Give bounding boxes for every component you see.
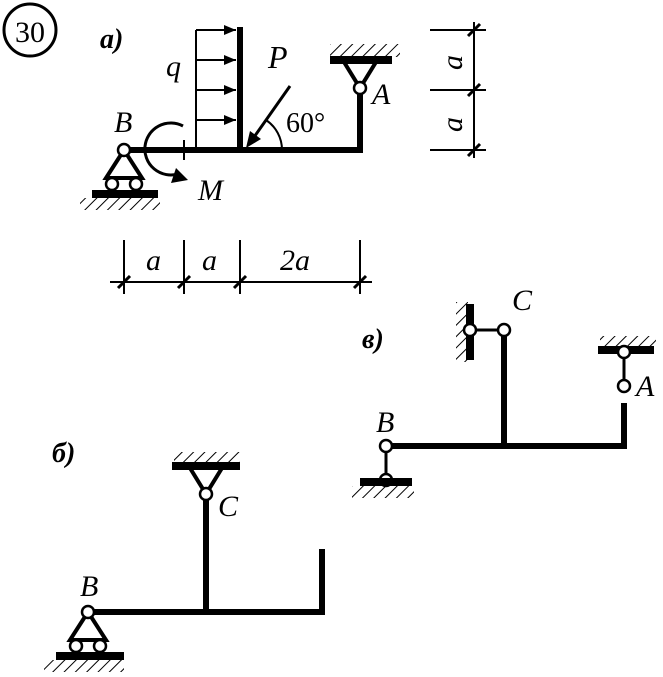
support-b-roller-b [44,604,124,672]
support-b-label-b: B [80,570,98,603]
force-p-arrow [246,85,292,151]
vdim-a-top: a [436,55,469,70]
problem-number-badge: 30 [2,2,58,58]
support-c-link-v [456,302,512,362]
support-b-label-v: B [376,406,394,439]
force-p-label: P [267,39,288,75]
support-b-label-a: B [114,106,132,139]
vdim-a-bottom: a [436,117,469,132]
figure-a-label: а) [100,24,123,55]
moment-m-arrow [143,121,188,183]
support-a-label-a: A [370,78,391,111]
horizontal-dimensions [110,240,372,294]
support-a-pin-a [330,44,400,96]
figure-v-label: в) [362,324,384,355]
dim-a-1: a [146,244,161,277]
angle-label: 60° [286,108,325,139]
dim-a-2: a [202,244,217,277]
figure-b: б) C B [44,438,325,672]
support-c-label-b: C [218,490,239,523]
distributed-load-q [195,25,236,150]
dim-2a: 2a [280,244,310,277]
problem-number: 30 [15,16,45,49]
figure-v: в) C A B [352,284,656,498]
support-a-link-v [598,336,656,394]
load-q-label: q [166,50,181,83]
support-b-link-v [352,438,414,498]
figure-b-label: б) [52,438,75,469]
support-b-roller-a [80,142,160,210]
vertical-dimensions [430,22,486,158]
support-c-pin-b [172,452,240,502]
moment-m-label: M [197,174,225,207]
figure-a: а) q P 60° [80,22,486,294]
support-a-label-v: A [634,370,655,403]
support-c-label-v: C [512,284,533,317]
